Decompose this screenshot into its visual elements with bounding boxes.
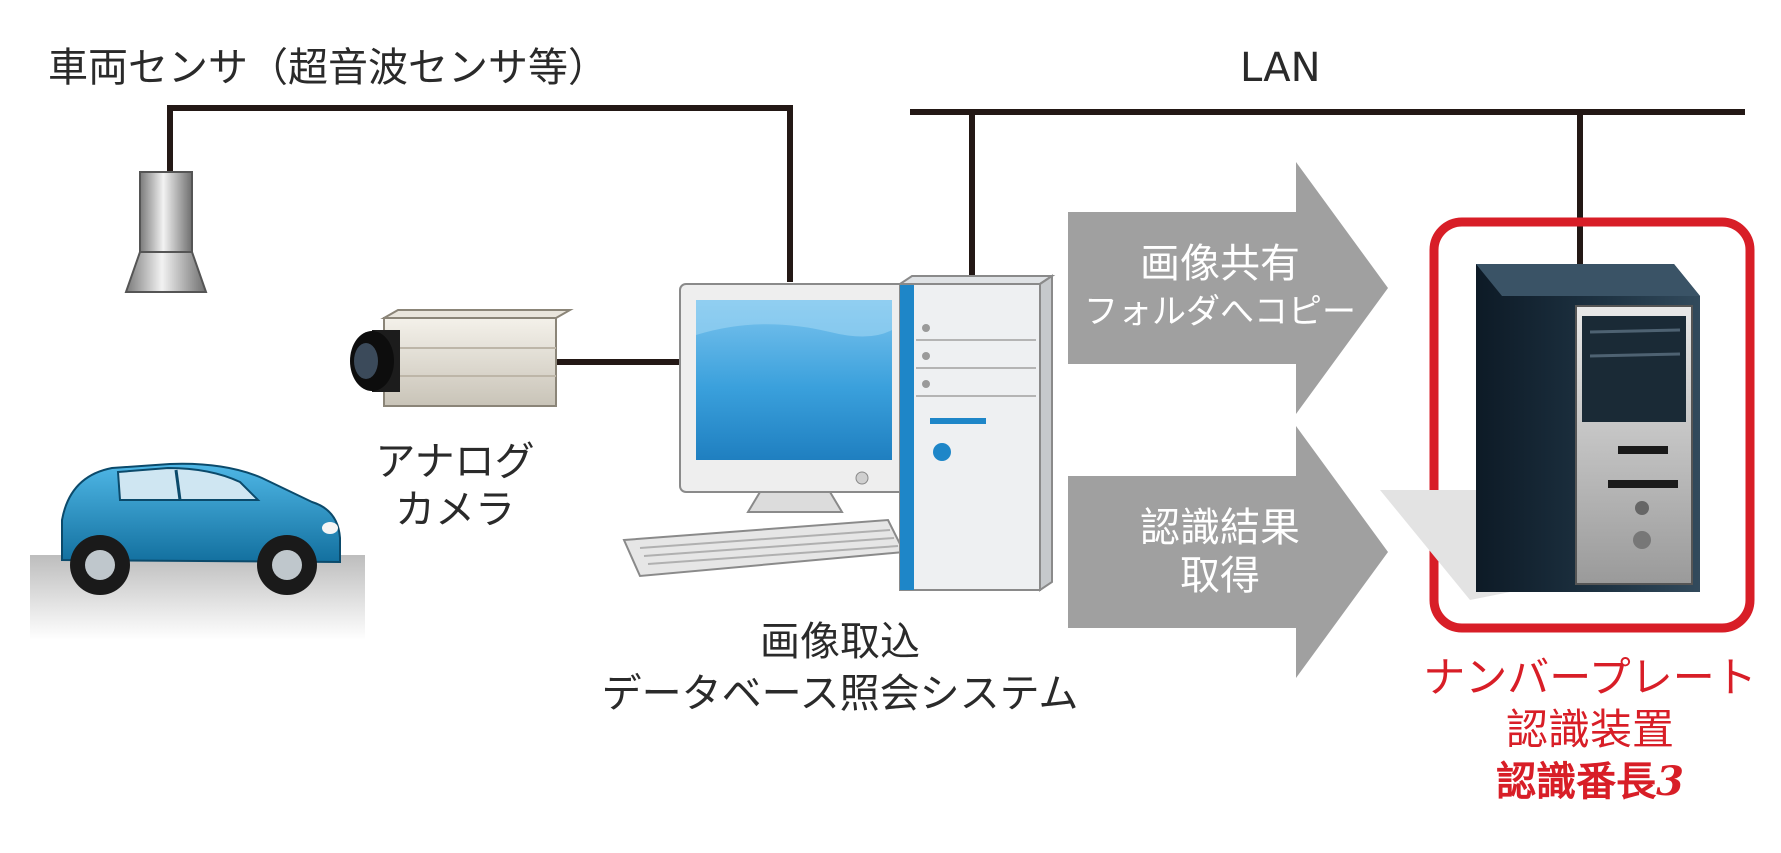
device-label-line1: ナンバープレート — [1423, 653, 1757, 702]
camera-label-line1: アナログ — [375, 439, 535, 485]
result-arrow — [1068, 426, 1388, 678]
result-arrow-line2: 取得 — [1180, 553, 1260, 599]
result-arrow-line1: 認識結果 — [1140, 505, 1300, 551]
share-arrow-line1: 画像共有 — [1140, 241, 1300, 287]
share-arrow-line2: フォルダへコピー — [1084, 292, 1356, 332]
desktop-pc-icon — [622, 274, 1056, 592]
product-number: 3 — [1656, 758, 1684, 805]
pc-label: 画像取込 データベース照会システム — [560, 616, 1120, 720]
lan-label: LAN — [1240, 45, 1321, 91]
tower-server-icon — [1380, 264, 1700, 600]
lan-cable — [910, 109, 1745, 282]
sensor-cable — [167, 105, 793, 282]
product-name-text: 認識番長 — [1496, 758, 1657, 805]
result-arrow-label: 認識結果 取得 — [1070, 504, 1370, 600]
sensor-label: 車両センサ（超音波センサ等） — [48, 45, 608, 91]
analog-camera-icon — [350, 309, 574, 407]
pc-label-line2: データベース照会システム — [601, 671, 1079, 717]
device-label: ナンバープレート 認識装置 認識番長3 — [1410, 652, 1770, 808]
camera-label: アナログ カメラ — [350, 438, 560, 534]
product-name: 認識番長3 — [1410, 756, 1770, 808]
share-arrow-label: 画像共有 フォルダへコピー — [1070, 240, 1370, 336]
camera-label-line2: カメラ — [395, 487, 515, 533]
pc-label-line1: 画像取込 — [760, 619, 920, 665]
car-icon — [30, 462, 365, 640]
share-arrow — [1068, 162, 1388, 414]
device-label-line2: 認識装置 — [1505, 705, 1674, 754]
device-highlight-frame — [1429, 217, 1755, 633]
ultrasonic-sensor-icon — [124, 171, 208, 293]
